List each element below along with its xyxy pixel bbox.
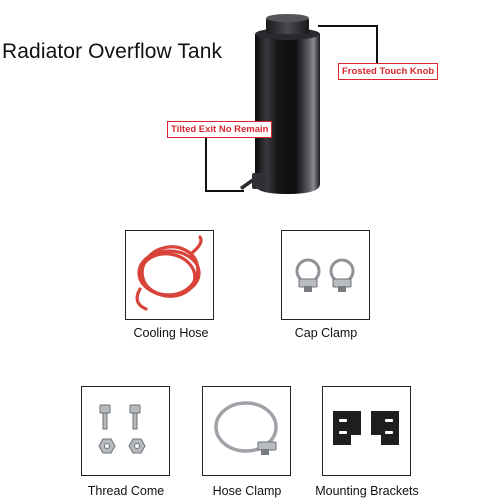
cap-clamp-icon (295, 258, 355, 292)
exit-leader-line-vertical (205, 138, 207, 191)
hose-clamp-icon (214, 401, 278, 455)
accessory-box-hose-clamp (202, 386, 291, 476)
callout-tilted-exit: Tilted Exit No Remain (167, 121, 273, 138)
caption-cooling-hose: Cooling Hose (133, 326, 209, 340)
knob-leader-line-vertical (376, 25, 378, 64)
page-title: Radiator Overflow Tank (2, 40, 223, 63)
hose-coil-icon (135, 235, 203, 311)
overflow-tank-image (240, 14, 320, 194)
accessory-box-cooling-hose (125, 230, 214, 320)
knob-leader-line (318, 25, 377, 27)
exit-leader-line (205, 190, 244, 192)
caption-thread-come: Thread Come (87, 484, 165, 498)
caption-cap-clamp: Cap Clamp (294, 326, 358, 340)
caption-mounting-brackets: Mounting Brackets (315, 484, 419, 498)
mounting-brackets-icon (333, 411, 399, 445)
callout-frosted-knob: Frosted Touch Knob (338, 63, 439, 80)
bolts-nuts-icon (98, 404, 146, 454)
caption-hose-clamp: Hose Clamp (212, 484, 282, 498)
accessory-box-cap-clamp (281, 230, 370, 320)
accessory-box-thread-come (81, 386, 170, 476)
accessory-box-mounting-brackets (322, 386, 411, 476)
